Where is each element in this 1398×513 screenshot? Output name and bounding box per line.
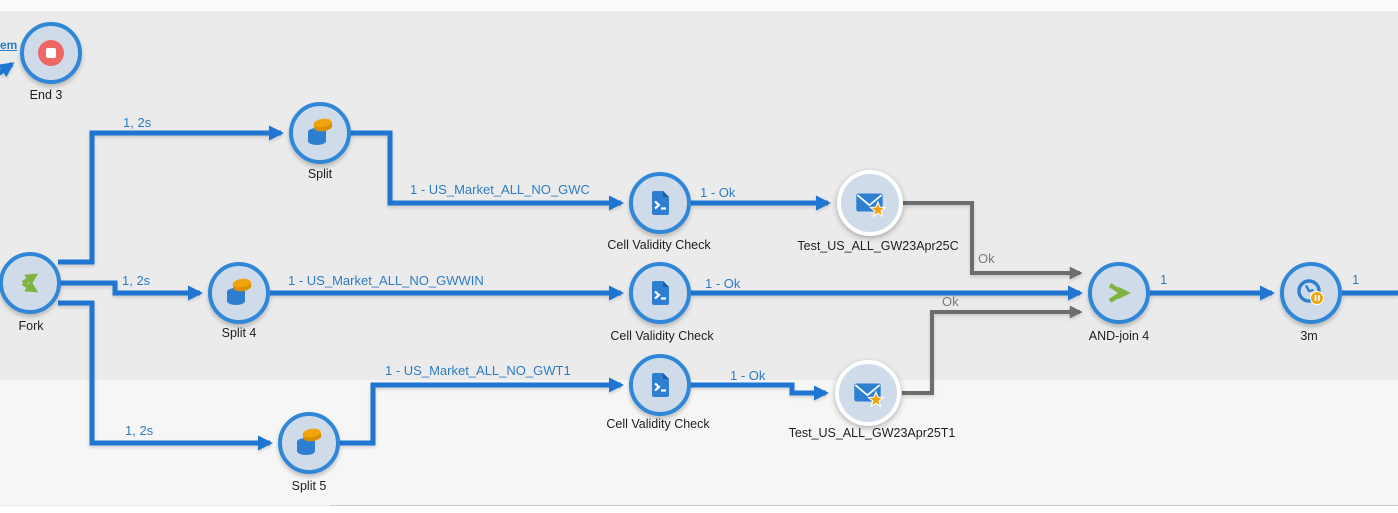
node-cvc2[interactable] [629,262,691,324]
top-strip [0,0,1398,11]
node-label-end3: End 3 [29,88,63,102]
edge-label-incoming: em [0,38,18,52]
node-split5[interactable] [278,412,340,474]
edge-label-fork-mid: 1, 2s [122,273,151,288]
node-fork[interactable] [0,252,61,314]
edge-split5-to-cvc3 [340,377,624,446]
node-emailT1[interactable] [835,360,901,426]
edge-label-cvc2-ok: 1 - Ok [705,276,741,291]
node-label-fork: Fork [18,319,44,333]
node-label-emailT1: Test_US_ALL_GW23Apr25T1 [788,426,956,440]
edge-fork-to-split [58,125,284,265]
mail-star-icon [854,383,885,408]
edge-label-mailT1-ok: Ok [942,294,959,309]
clock-pause-icon [1297,279,1324,305]
edge-fork-to-split4 [60,280,203,301]
edge-label-gwwin: 1 - US_Market_ALL_NO_GWWIN [288,273,484,288]
node-label-cvc2: Cell Validity Check [610,329,714,343]
join-icon [1108,283,1131,303]
edge-label-cvc3-ok: 1 - Ok [730,368,766,383]
edge-label-fork-top: 1, 2s [123,115,152,130]
script-document-icon [652,281,669,305]
stop-icon [38,40,64,66]
node-label-emailC: Test_US_ALL_GW23Apr25C [797,239,959,253]
node-split[interactable] [289,102,351,164]
edge-into-end3 [0,61,15,78]
edge-label-fork-bot: 1, 2s [125,423,154,438]
edge-label-mailC-ok: Ok [978,251,995,266]
edge-split-to-cvc1 [351,130,624,211]
split-icon [308,118,333,145]
node-label-cvc1: Cell Validity Check [607,238,711,252]
edge-emailC-to-join [903,201,1083,280]
edge-label-cvc1-ok: 1 - Ok [700,185,736,200]
mail-star-icon [856,193,887,218]
split-icon [297,428,322,455]
node-split4[interactable] [208,262,270,324]
node-cvc1[interactable] [629,172,691,234]
node-emailC[interactable] [837,170,903,236]
node-delay3m[interactable] [1280,262,1342,324]
script-document-icon [652,191,669,215]
node-label-andjoin4: AND-join 4 [1088,329,1150,343]
split-icon [227,278,252,305]
node-label-delay3m: 3m [1300,329,1318,343]
script-document-icon [652,373,669,397]
edge-fork-to-split5 [58,300,273,451]
edge-cvc3-to-emailT1 [691,382,829,401]
edge-label-delay-out: 1 [1352,272,1360,287]
edge-label-join-out: 1 [1160,272,1168,287]
edge-label-gwc: 1 - US_Market_ALL_NO_GWC [410,182,590,197]
bottom-divider [330,505,1398,506]
node-label-split5: Split 5 [291,479,327,493]
node-label-split: Split [307,167,333,181]
node-cvc3[interactable] [629,354,691,416]
node-label-split4: Split 4 [221,326,257,340]
bottom-strip [0,506,1398,513]
edge-label-gwt1: 1 - US_Market_ALL_NO_GWT1 [385,363,571,378]
node-label-cvc3: Cell Validity Check [606,417,710,431]
node-andjoin4[interactable] [1088,262,1150,324]
edge-emailT1-to-join [902,305,1083,395]
node-end3[interactable] [20,22,82,84]
fork-icon [21,273,39,293]
